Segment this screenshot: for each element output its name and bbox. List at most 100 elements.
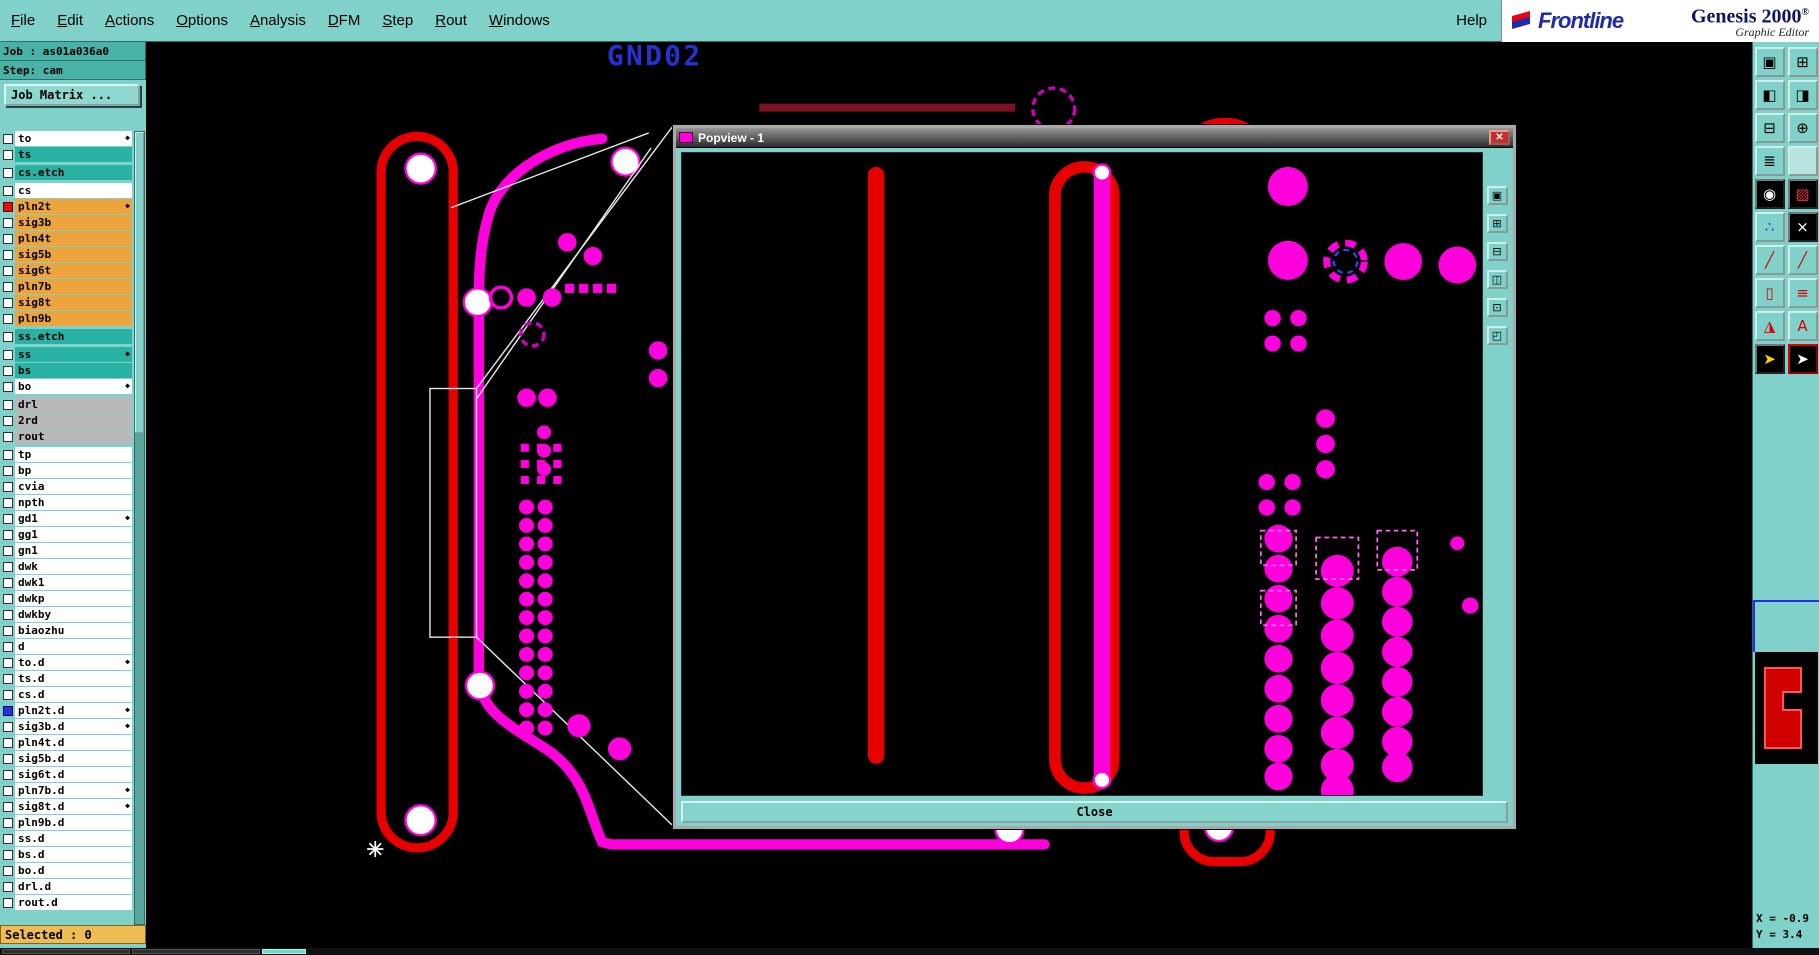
pan-right-button[interactable]: ◨ (1787, 80, 1818, 110)
select-button[interactable]: ➤ (1787, 344, 1818, 374)
layer-visibility-checkbox[interactable] (3, 577, 13, 588)
layer-name[interactable]: ss◆ (15, 347, 132, 362)
popview-canvas[interactable] (681, 152, 1483, 796)
layer-visibility-checkbox[interactable] (3, 689, 13, 700)
angle-button[interactable]: ◮ (1754, 311, 1785, 341)
layer-visibility-checkbox[interactable] (3, 497, 13, 508)
layer-name[interactable]: pln2t◆ (15, 199, 132, 214)
zoom-window-button[interactable]: ⊟ (1754, 113, 1785, 143)
menu-options[interactable]: Options (176, 12, 228, 29)
layer-visibility-checkbox[interactable] (3, 753, 13, 764)
pan-left-button[interactable]: ◧ (1754, 80, 1785, 110)
popview-screen-button[interactable]: ▣ (1486, 186, 1508, 205)
layer-name[interactable]: rout.d (15, 895, 132, 910)
layer-name[interactable]: sig3b (15, 215, 132, 230)
layer-visibility-checkbox[interactable] (3, 833, 13, 844)
layer-visibility-checkbox[interactable] (3, 185, 13, 196)
layer-name[interactable]: sig6t.d (15, 767, 132, 782)
layer-visibility-checkbox[interactable] (3, 785, 13, 796)
layer-name[interactable]: pln7b.d◆ (15, 783, 132, 798)
layer-visibility-checkbox[interactable] (3, 721, 13, 732)
layer-visibility-checkbox[interactable] (3, 849, 13, 860)
layer-name[interactable]: cs.d (15, 687, 132, 702)
overview-panel[interactable] (1755, 652, 1818, 764)
layer-name[interactable]: pln2t.d◆ (15, 703, 132, 718)
layer-name[interactable]: sig5b.d (15, 751, 132, 766)
pad-edit-button[interactable]: ▯ (1754, 278, 1785, 308)
layer-name[interactable]: ts (15, 147, 132, 162)
layer-name[interactable]: rout (15, 429, 132, 444)
layer-name[interactable]: to.d◆ (15, 655, 132, 670)
layer-visibility-checkbox[interactable] (3, 881, 13, 892)
menu-windows[interactable]: Windows (488, 12, 550, 29)
layer-visibility-checkbox[interactable] (3, 415, 13, 426)
layer-name[interactable]: ts.d (15, 671, 132, 686)
layer-name[interactable]: bs.d (15, 847, 132, 862)
popview-zoom-out-button[interactable]: ⊟ (1486, 242, 1508, 261)
measure-alt-button[interactable]: ╱ (1787, 245, 1818, 275)
taskbar-item-active[interactable] (262, 949, 306, 954)
layer-visibility-checkbox[interactable] (3, 431, 13, 442)
layer-visibility-checkbox[interactable] (3, 481, 13, 492)
layer-visibility-checkbox[interactable] (3, 801, 13, 812)
layer-visibility-checkbox[interactable] (3, 609, 13, 620)
layer-name[interactable]: tp (15, 447, 132, 462)
layer-visibility-checkbox[interactable] (3, 449, 13, 460)
taskbar-item[interactable] (2, 949, 130, 954)
clear-x-button[interactable]: × (1787, 212, 1818, 242)
layer-name[interactable]: pln9b.d (15, 815, 132, 830)
layer-visibility-checkbox[interactable] (3, 133, 13, 144)
layer-name[interactable]: ss.d (15, 831, 132, 846)
layer-visibility-checkbox[interactable] (3, 737, 13, 748)
layer-name[interactable]: gg1 (15, 527, 132, 542)
layer-name[interactable]: pln4t (15, 231, 132, 246)
layer-visibility-checkbox[interactable] (3, 529, 13, 540)
layer-visibility-checkbox[interactable] (3, 331, 13, 342)
layer-name[interactable]: pln7b (15, 279, 132, 294)
layer-visibility-checkbox[interactable] (3, 705, 13, 716)
job-matrix-button[interactable]: Job Matrix ... (4, 84, 140, 106)
popview-titlebar[interactable]: Popview - 1 ✕ (676, 128, 1513, 148)
layer-name[interactable]: pln4t.d (15, 735, 132, 750)
layer-name[interactable]: cvia (15, 479, 132, 494)
text-button[interactable]: A (1787, 311, 1818, 341)
menu-dfm[interactable]: DFM (327, 12, 361, 29)
layer-name[interactable]: bo◆ (15, 379, 132, 394)
layer-name[interactable]: sig8t.d◆ (15, 799, 132, 814)
layer-visibility-checkbox[interactable] (3, 865, 13, 876)
layer-name[interactable]: d (15, 639, 132, 654)
layer-name[interactable]: drl (15, 397, 132, 412)
layer-visibility-checkbox[interactable] (3, 769, 13, 780)
layer-name[interactable]: ss.etch (15, 329, 132, 344)
layer-visibility-checkbox[interactable] (3, 281, 13, 292)
screen-button[interactable]: ▣ (1754, 47, 1785, 77)
layer-name[interactable]: pln9b (15, 311, 132, 326)
layer-name[interactable]: cs.etch (15, 165, 132, 180)
layer-name[interactable]: to◆ (15, 131, 132, 146)
layer-name[interactable]: dwkp (15, 591, 132, 606)
layer-name[interactable]: bp (15, 463, 132, 478)
layer-name[interactable]: bo.d (15, 863, 132, 878)
layer-name[interactable]: dwk (15, 559, 132, 574)
menu-rout[interactable]: Rout (435, 12, 467, 29)
layer-name[interactable]: cs (15, 183, 132, 198)
popview-zoom-in-button[interactable]: ⊞ (1486, 214, 1508, 233)
layer-visibility-checkbox[interactable] (3, 545, 13, 556)
layer-name[interactable]: bs (15, 363, 132, 378)
layer-visibility-checkbox[interactable] (3, 465, 13, 476)
menu-edit[interactable]: Edit (57, 12, 84, 29)
layer-visibility-checkbox[interactable] (3, 381, 13, 392)
layer-visibility-checkbox[interactable] (3, 365, 13, 376)
layer-visibility-checkbox[interactable] (3, 217, 13, 228)
layers-view-button[interactable]: ≣ (1754, 146, 1785, 176)
pcb-canvas-area[interactable]: GND02 (146, 42, 1752, 948)
layer-list-scrollbar[interactable] (134, 131, 145, 925)
menu-step[interactable]: Step (382, 12, 414, 29)
layer-visibility-checkbox[interactable] (3, 149, 13, 160)
menu-help[interactable]: Help (1456, 12, 1487, 29)
layer-name[interactable]: biaozhu (15, 623, 132, 638)
popview-close-x-button[interactable]: ✕ (1489, 130, 1510, 145)
layer-visibility-checkbox[interactable] (3, 399, 13, 410)
layer-visibility-checkbox[interactable] (3, 233, 13, 244)
popview-corner-button[interactable]: ◰ (1486, 326, 1508, 345)
